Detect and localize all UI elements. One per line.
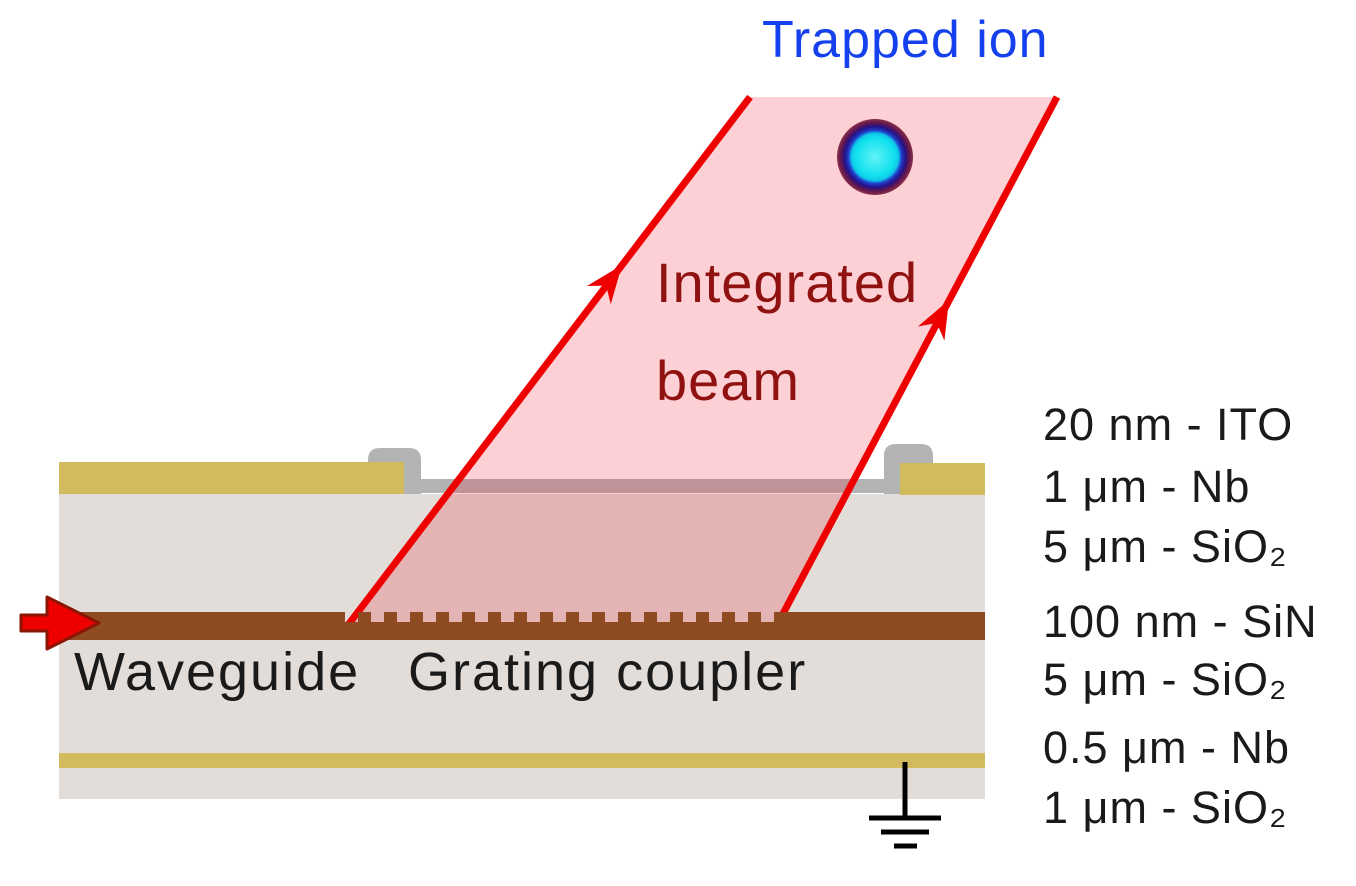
- layer-label-sio2-bottom: 1 μm - SiO₂: [1043, 782, 1288, 833]
- layer-label-nb-bottom: 0.5 μm - Nb: [1043, 722, 1290, 773]
- grating-coupler-label: Grating coupler: [408, 642, 808, 702]
- sin-waveguide-top-right: [779, 612, 985, 622]
- beam-arrowhead-left: [586, 265, 622, 305]
- ito-electrode-strip: [404, 479, 900, 493]
- input-light-arrow: [19, 595, 101, 651]
- sin-waveguide-top-left: [59, 612, 345, 622]
- layer-label-sio2-lower: 5 μm - SiO₂: [1043, 654, 1288, 705]
- grating-teeth: [345, 612, 779, 622]
- laser-beam: [348, 97, 1057, 625]
- layer-label-sin: 100 nm - SiN: [1043, 596, 1318, 647]
- layer-label-sio2-upper: 5 μm - SiO₂: [1043, 521, 1288, 572]
- trapped-ion-label: Trapped ion: [762, 11, 1049, 69]
- ground-symbol: [869, 762, 941, 849]
- waveguide-label: Waveguide: [74, 642, 361, 702]
- layer-label-ito: 20 nm - ITO: [1043, 399, 1294, 450]
- nb-ground-layer: [59, 753, 985, 768]
- beam-edge-left: [345, 94, 753, 628]
- sio2-body-layer: [59, 494, 985, 799]
- layer-label-nb-top: 1 μm - Nb: [1043, 461, 1251, 512]
- beam-edge-right: [773, 95, 1061, 627]
- sin-waveguide-layer: [59, 622, 985, 640]
- trapped-ion: [837, 119, 913, 195]
- beam-arrowhead-right: [917, 300, 949, 341]
- integrated-beam-label-line2: beam: [656, 349, 801, 412]
- integrated-beam-label-line1: Integrated: [656, 251, 919, 314]
- nb-top-left-layer: [59, 462, 404, 494]
- nb-top-right-layer: [900, 463, 985, 495]
